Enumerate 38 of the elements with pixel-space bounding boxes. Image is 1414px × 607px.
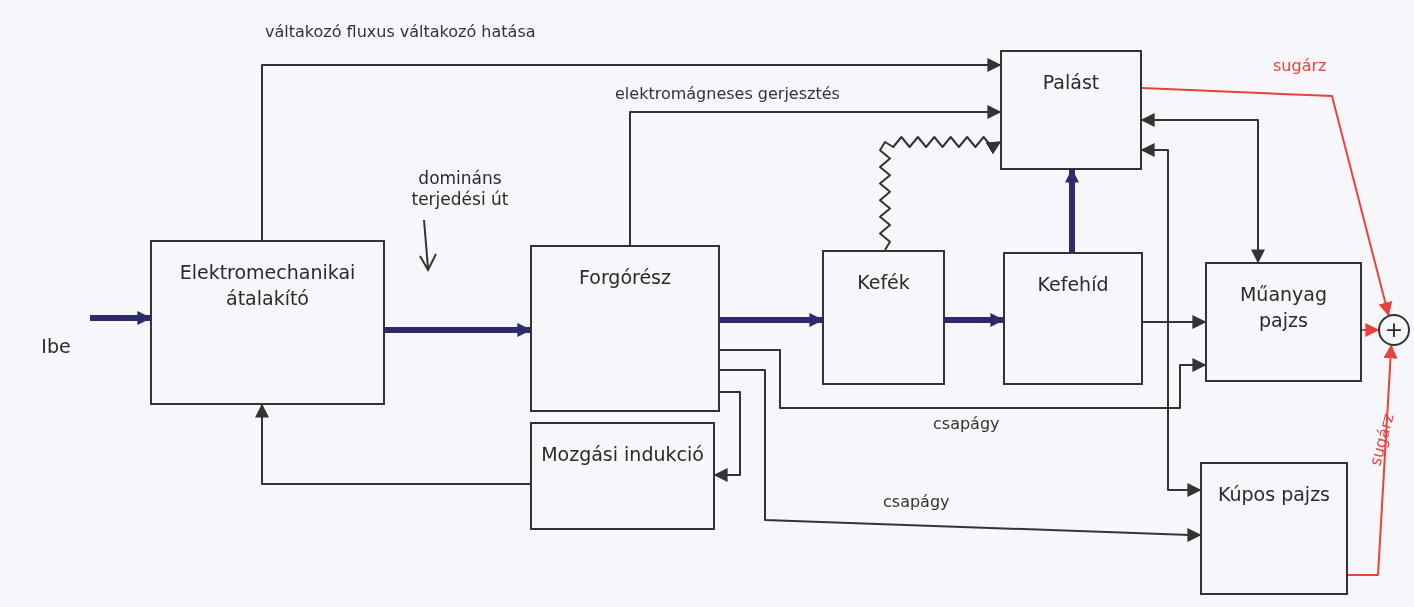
block-box (150, 240, 385, 405)
block-box (1205, 262, 1362, 382)
arrow (719, 349, 1207, 409)
block-box (1003, 252, 1143, 385)
block-label: Mozgási indukció (541, 442, 704, 467)
arrow (1347, 344, 1398, 576)
block-box (1200, 462, 1348, 595)
block-box (1000, 50, 1142, 170)
arrow (255, 403, 531, 485)
block-label: Forgórész (579, 265, 671, 290)
arrow (1140, 113, 1265, 264)
arrow (945, 313, 1005, 327)
arrow (720, 313, 824, 327)
zigzag-arrow (879, 136, 1002, 251)
block-box (530, 245, 720, 412)
arrow (90, 311, 152, 325)
arrow (713, 391, 741, 482)
arrow (385, 323, 532, 337)
arrow (1361, 323, 1380, 337)
arrow (1142, 315, 1207, 329)
block-label: Kefék (857, 270, 910, 295)
arrow (1141, 87, 1393, 317)
arrow (261, 58, 1002, 241)
block-label: Kúpos pajzs (1217, 482, 1330, 507)
arrow (1065, 168, 1079, 252)
summing-junction (1378, 314, 1410, 346)
plus-sign: + (1384, 319, 1404, 341)
block-label: Kefehíd (1037, 272, 1109, 297)
block-label: Elektromechanikai átalakító (178, 260, 357, 311)
annotation-text: domináns terjedési út (410, 168, 510, 211)
block-label: Műanyag pajzs (1238, 282, 1329, 333)
block-box (822, 250, 945, 385)
arrow (719, 369, 1202, 542)
arrow (629, 105, 1002, 246)
arrow (1140, 143, 1202, 497)
input-label: Ibe (28, 330, 84, 364)
block-label: Palást (1042, 70, 1100, 95)
block-box (530, 422, 715, 530)
